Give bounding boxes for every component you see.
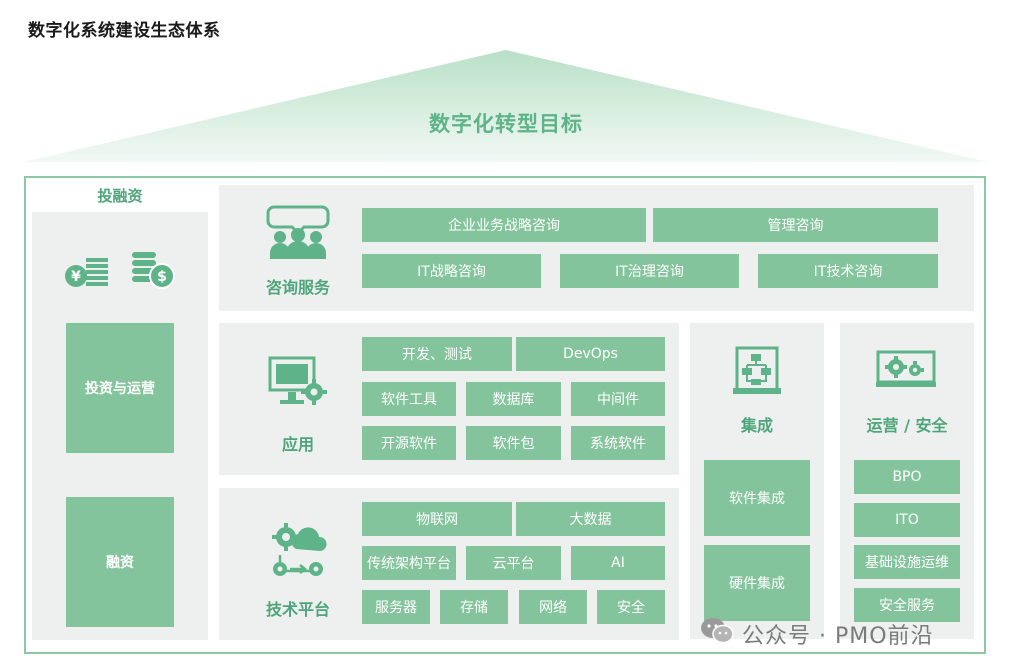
box-ito: ITO — [854, 503, 960, 537]
monitor-gear-icon — [268, 356, 328, 408]
consulting-panel — [219, 185, 974, 311]
box-iot: 物联网 — [362, 502, 512, 536]
box-software-package: 软件包 — [466, 426, 561, 460]
box-it-technology: IT技术咨询 — [758, 254, 938, 288]
box-software-tools: 软件工具 — [362, 382, 456, 416]
box-big-data: 大数据 — [516, 502, 665, 536]
tech-platform-title: 技术平台 — [265, 600, 330, 619]
wechat-icon — [700, 617, 734, 651]
box-it-governance: IT治理咨询 — [560, 254, 739, 288]
box-middleware: 中间件 — [571, 382, 665, 416]
box-dev-test: 开发、测试 — [362, 337, 512, 371]
roof-label: 数字化转型目标 — [429, 112, 583, 136]
operations-title: 运营 / 安全 — [866, 416, 948, 435]
box-open-source: 开源软件 — [362, 426, 456, 460]
box-infrastructure-ops: 基础设施运维 — [854, 545, 960, 579]
financing-box: 融资 — [66, 497, 174, 627]
box-network: 网络 — [519, 590, 587, 624]
box-bpo: BPO — [854, 460, 960, 494]
box-system-software: 系统软件 — [571, 426, 665, 460]
box-enterprise-strategy: 企业业务战略咨询 — [362, 208, 646, 242]
investment-title: 投融资 — [97, 187, 143, 205]
box-security-services: 安全服务 — [854, 588, 960, 622]
svg-text:¥: ¥ — [71, 269, 81, 285]
watermark-text: 公众号 · PMO前沿 — [742, 624, 934, 649]
page-title: 数字化系统建设生态体系 — [28, 21, 221, 41]
box-storage: 存储 — [440, 590, 508, 624]
box-it-strategy: IT战略咨询 — [362, 254, 541, 288]
box-security: 安全 — [597, 590, 665, 624]
flowchart-icon — [731, 346, 783, 396]
coins-icon: $ — [130, 248, 176, 290]
watermark: 公众号 · PMO前沿 — [700, 616, 1000, 652]
roof-triangle — [24, 50, 988, 162]
box-cloud-platform: 云平台 — [466, 546, 561, 580]
box-ai: AI — [571, 546, 665, 580]
application-title: 应用 — [281, 435, 314, 454]
people-icon — [266, 203, 330, 259]
consulting-title: 咨询服务 — [265, 278, 330, 297]
box-devops: DevOps — [516, 337, 665, 371]
box-management-consulting: 管理咨询 — [653, 208, 938, 242]
box-hardware-integration: 硬件集成 — [704, 545, 810, 621]
svg-text:$: $ — [157, 269, 167, 285]
gears-board-icon — [876, 350, 936, 390]
money-icon: ¥ — [64, 256, 110, 290]
box-legacy-platform: 传统架构平台 — [362, 546, 456, 580]
box-software-integration: 软件集成 — [704, 460, 810, 536]
cloud-gears-icon — [266, 521, 328, 581]
box-server: 服务器 — [362, 590, 430, 624]
invest-operate-box: 投资与运营 — [66, 323, 174, 453]
box-database: 数据库 — [466, 382, 561, 416]
integration-title: 集成 — [740, 416, 773, 435]
